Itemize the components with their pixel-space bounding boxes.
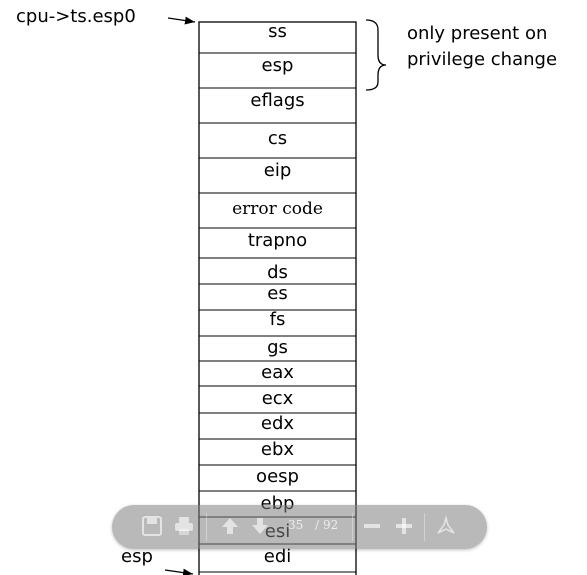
arrow-down-icon[interactable] bbox=[248, 515, 272, 539]
total-pages: 92 bbox=[323, 518, 339, 532]
plus-icon[interactable] bbox=[392, 515, 416, 539]
current-page[interactable]: 35 bbox=[288, 518, 304, 532]
arrow-up-icon[interactable] bbox=[218, 515, 242, 539]
save-icon[interactable] bbox=[140, 515, 164, 539]
toolbar-separator bbox=[424, 513, 425, 541]
toolbar-separator bbox=[352, 513, 353, 541]
stack-slot-oesp: oesp bbox=[256, 466, 299, 487]
stack-slot-ds: ds bbox=[267, 262, 288, 283]
stack-slot-edi: edi bbox=[263, 546, 292, 567]
stack-slot-es: es bbox=[267, 283, 288, 304]
privilege-note-line1: only present on bbox=[407, 23, 548, 44]
privilege-note-line2: privilege change bbox=[407, 49, 558, 70]
stack-slot-esp: esp bbox=[261, 55, 294, 76]
pdf-toolbar: 35 / 92 bbox=[112, 505, 487, 549]
stack-slot-edx: edx bbox=[260, 413, 295, 434]
esp0-pointer-label: cpu->ts.esp0 bbox=[16, 6, 136, 27]
stack-slot-eflags: eflags bbox=[250, 90, 305, 111]
esp0-arrow bbox=[167, 16, 196, 25]
stack-slot-error-code: error code bbox=[232, 199, 323, 219]
acrobat-icon[interactable] bbox=[434, 515, 458, 539]
stack-slot-ecx: ecx bbox=[261, 388, 294, 409]
toolbar-separator bbox=[206, 513, 207, 541]
esp-pointer-label: esp bbox=[121, 546, 153, 567]
stack-slot-ebx: ebx bbox=[260, 439, 295, 460]
page-separator: / bbox=[315, 518, 320, 532]
stack-box bbox=[198, 21, 357, 575]
curly-brace bbox=[365, 19, 387, 91]
stack-slot-eip: eip bbox=[263, 160, 292, 181]
stack-slot-trapno: trapno bbox=[247, 230, 308, 251]
print-icon[interactable] bbox=[172, 515, 196, 539]
stack-slot-fs: fs bbox=[269, 309, 286, 330]
stack-slot-ss: ss bbox=[268, 21, 287, 42]
esp-arrow bbox=[164, 568, 194, 575]
stack-slot-eax: eax bbox=[261, 362, 294, 383]
stack-slot-cs: cs bbox=[267, 128, 288, 149]
stack-slot-gs: gs bbox=[267, 337, 288, 358]
minus-icon[interactable] bbox=[360, 515, 384, 539]
